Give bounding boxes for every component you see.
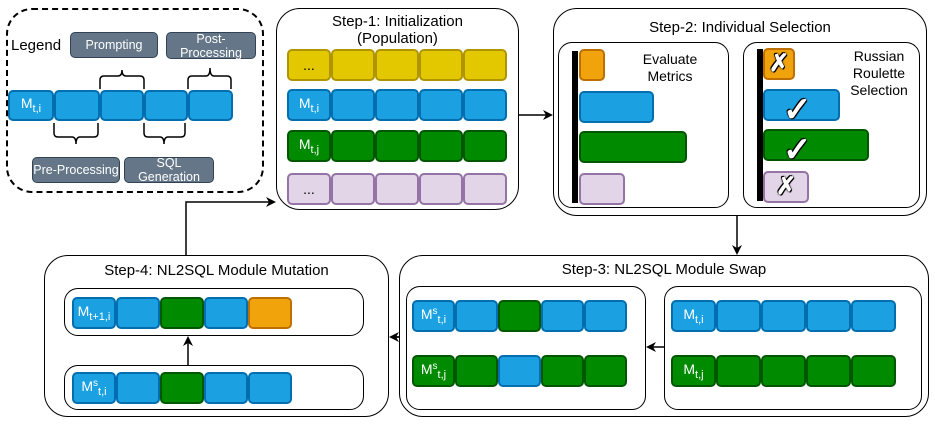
step3-before-row-0-cell-1	[716, 300, 761, 332]
evaluate-title-line1: Evaluate	[642, 51, 698, 67]
step3-before-row-1-cell-1	[716, 355, 761, 387]
step3-before-row-0-cell-2	[761, 300, 806, 332]
step1-row-2-cell-2	[375, 130, 419, 162]
step3-after-row-0-cell-0: Mst,i	[412, 300, 455, 332]
step3-before-row-1-cell-3	[806, 355, 851, 387]
step3-after-row-1-cell-3	[541, 355, 584, 387]
step2-title: Step-2: Individual Selection	[649, 19, 831, 36]
step4-source-cell-1	[116, 372, 160, 404]
step4-source-cell-0: Mst,i	[72, 372, 116, 404]
cross-icon: ✗	[775, 173, 797, 200]
step3-after-row-1-cell-1	[455, 355, 498, 387]
step1-title-line1: Step-1: Initialization	[332, 13, 463, 30]
step4-source-cell-3	[204, 372, 248, 404]
step3-before-row-0-cell-4	[851, 300, 896, 332]
step4-mutated-cell-3	[204, 297, 248, 329]
step3-after-row-1-cell-2	[498, 355, 541, 387]
roulette-title-line2: Roulette	[852, 65, 906, 81]
roulette-title: Russian Roulette Selection	[840, 48, 918, 99]
step1-row-3-cell-4	[463, 173, 507, 205]
module-label: Mt,i	[298, 94, 320, 115]
step1-title: Step-1: Initialization (Population)	[276, 13, 519, 47]
step3-after-row-1-cell-4	[584, 355, 627, 387]
roulette-bar-green: ✓	[763, 129, 869, 167]
evaluate-bar-green	[579, 131, 687, 163]
module-label: Mt+1,i	[77, 302, 111, 323]
step1-row-0-cell-0: ...	[287, 49, 331, 81]
evaluate-metrics-title: Evaluate Metrics	[630, 51, 710, 85]
step3-before-row-1-cell-2	[761, 355, 806, 387]
roulette-title-line3: Selection	[850, 82, 908, 98]
legend-tag-pre-processing: Pre-Processing	[32, 157, 120, 183]
check-icon: ✓	[783, 91, 812, 129]
module-label: Mst,i	[420, 305, 447, 326]
step1-row-3-cell-3	[419, 173, 463, 205]
step4-source-cell-4	[248, 372, 292, 404]
step1-row-1-cell-2	[375, 89, 419, 121]
module-label: Mst,i	[81, 377, 107, 398]
legend-cell-sql-generation	[144, 90, 188, 121]
step3-title: Step-3: NL2SQL Module Swap	[561, 261, 767, 278]
evaluate-title-line2: Metrics	[647, 68, 693, 84]
step4-source-cell-2	[160, 372, 204, 404]
module-label: Mt,j	[298, 135, 320, 156]
step1-row-3-cell-2	[375, 173, 419, 205]
step1-row-2-cell-0: Mt,j	[287, 130, 331, 162]
legend-tag-prompting: Prompting	[70, 32, 158, 58]
check-icon: ✓	[783, 131, 812, 169]
evaluate-bar-blue	[579, 91, 654, 123]
step1-row-0-cell-4	[463, 49, 507, 81]
step3-before-row-0-cell-3	[806, 300, 851, 332]
step1-row-2-cell-1	[331, 130, 375, 162]
step1-row-0-cell-3	[419, 49, 463, 81]
step4-mutated-cell-4	[248, 297, 292, 329]
module-label: Mst,j	[420, 360, 447, 381]
step1-row-1-cell-1	[331, 89, 375, 121]
module-label: Mt,i	[20, 95, 42, 115]
arrow-step4-to-step1	[185, 197, 276, 255]
step4-mutated-cell-1	[116, 297, 160, 329]
legend-tag-sql-generation: SQL Generation	[124, 156, 214, 184]
step3-before-row-1-cell-4	[851, 355, 896, 387]
step4-mutated-cell-0: Mt+1,i	[72, 297, 116, 329]
cross-icon: ✗	[768, 50, 790, 77]
legend-module-label-cell: Mt,i	[8, 90, 54, 121]
step3-after-row-1-cell-0: Mst,j	[412, 355, 455, 387]
step1-row-1-cell-0: Mt,i	[287, 89, 331, 121]
roulette-bar-blue: ✓	[763, 89, 840, 127]
evaluate-bar-orange	[579, 49, 605, 81]
module-label: Mt,j	[683, 360, 704, 381]
step4-mutated-cell-2	[160, 297, 204, 329]
step1-row-3-cell-1	[331, 173, 375, 205]
roulette-title-line1: Russian	[853, 48, 905, 64]
evaluate-axis	[572, 51, 578, 203]
legend-box	[6, 8, 264, 193]
step3-after-row-0-cell-4	[584, 300, 627, 332]
evaluate-bar-purple	[579, 173, 625, 205]
roulette-bar-purple: ✗	[763, 171, 809, 203]
step3-before-row-1-cell-0: Mt,j	[671, 355, 716, 387]
step3-after-row-0-cell-1	[455, 300, 498, 332]
legend-cell-pre-processing	[54, 90, 100, 121]
step1-row-1-cell-4	[463, 89, 507, 121]
step1-row-0-cell-1	[331, 49, 375, 81]
step3-after-row-0-cell-3	[541, 300, 584, 332]
roulette-bar-orange: ✗	[763, 48, 795, 80]
step3-before-row-0-cell-0: Mt,i	[671, 300, 716, 332]
step1-row-2-cell-3	[419, 130, 463, 162]
module-label: Mt,i	[683, 305, 704, 326]
step1-row-3-cell-0: ...	[287, 173, 331, 205]
legend-cell-post-processing	[188, 90, 233, 121]
step4-title: Step-4: NL2SQL Module Mutation	[104, 262, 329, 279]
step1-row-1-cell-3	[419, 89, 463, 121]
step3-after-row-0-cell-2	[498, 300, 541, 332]
legend-cell-prompting	[100, 90, 144, 121]
roulette-axis	[757, 49, 763, 201]
step1-row-2-cell-4	[463, 130, 507, 162]
legend-tag-post-processing: Post- Processing	[166, 32, 256, 60]
step1-row-0-cell-2	[375, 49, 419, 81]
step1-title-line2: (Population)	[357, 30, 438, 47]
legend-title: Legend	[11, 37, 62, 54]
